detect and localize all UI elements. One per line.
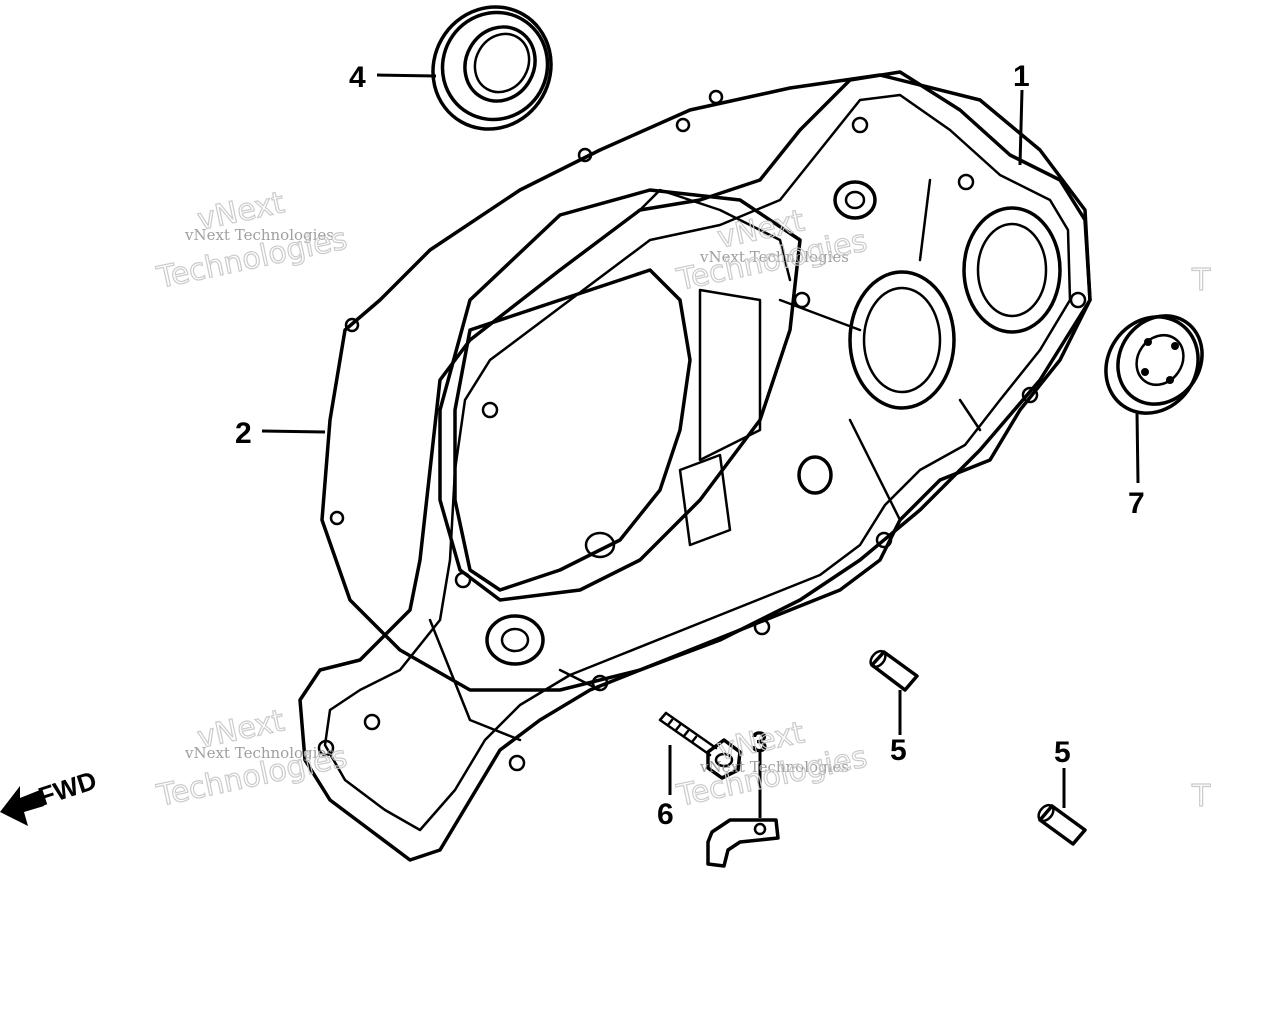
bolt-holes	[317, 89, 1087, 772]
gasket-part-2	[320, 73, 1092, 692]
forward-arrow-icon	[0, 786, 44, 826]
watermark-edge-1: T	[1191, 263, 1211, 298]
watermark-small-3: vNext Technologies	[184, 744, 334, 762]
watermark-edge-2: T	[1191, 779, 1211, 814]
callout-2: 2	[235, 417, 252, 450]
callout-6: 6	[657, 798, 674, 831]
crankcase-cover-part-1	[298, 70, 1092, 862]
callout-7: 7	[1128, 487, 1145, 520]
watermarks: vNext Technologies vNext Technologies vN…	[153, 185, 1212, 815]
bolt-part-6	[658, 711, 742, 780]
watermark-small-4: vNext Technologies	[699, 758, 849, 776]
oil-seal-part-4	[431, 5, 553, 131]
clamp-part-3	[706, 818, 780, 868]
bearing-part-7	[1104, 314, 1204, 415]
callout-4: 4	[349, 61, 366, 94]
dowel-pin-part-5a	[869, 649, 919, 692]
dowel-pin-part-5b	[1037, 803, 1087, 846]
callout-3: 3	[751, 726, 768, 759]
fwd-label: FWD	[35, 765, 101, 812]
watermark-small-2: vNext Technologies	[699, 248, 849, 266]
forward-direction-indicator: FWD	[0, 765, 100, 826]
callout-1: 1	[1013, 60, 1030, 93]
callout-5b: 5	[1054, 736, 1071, 769]
callout-5a: 5	[890, 734, 907, 767]
watermark-small-1: vNext Technologies	[184, 226, 334, 244]
